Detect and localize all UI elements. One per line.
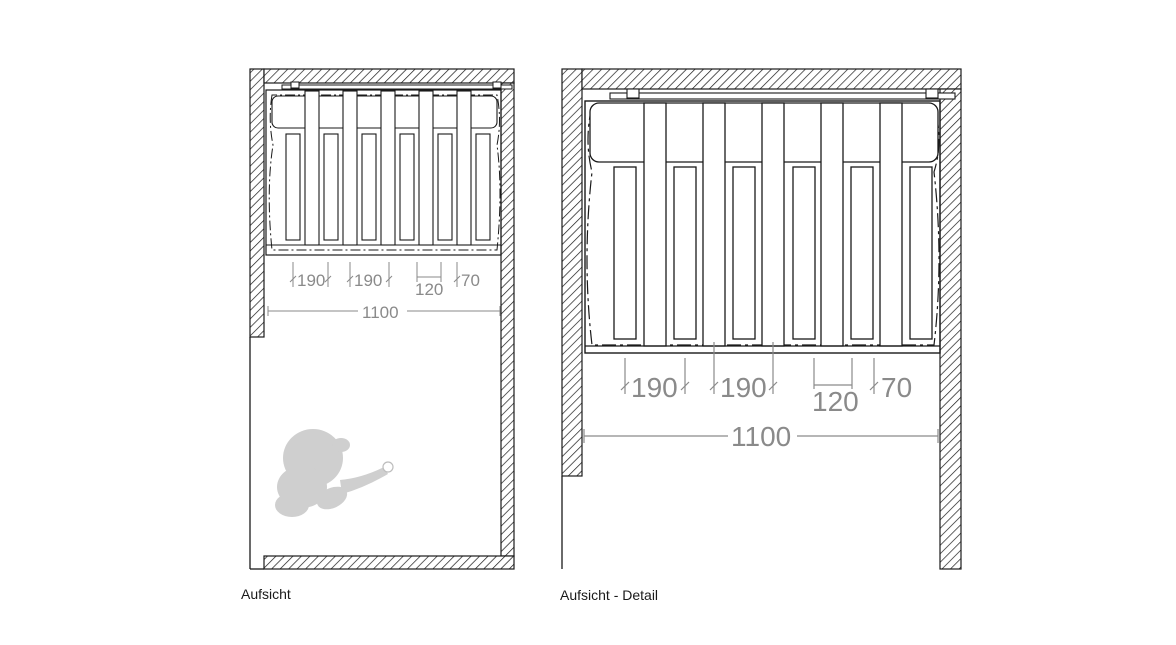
wall-top <box>263 68 515 84</box>
slat <box>399 133 415 241</box>
slat <box>761 102 785 347</box>
dim-total: 1100 <box>362 303 399 322</box>
dim-spacing-1: 190 <box>297 271 325 290</box>
slat <box>456 90 472 246</box>
dim-spacing-2: 190 <box>354 271 382 290</box>
slat <box>475 133 491 241</box>
slat <box>820 102 844 347</box>
slat <box>342 90 358 246</box>
slat <box>285 133 301 241</box>
slat <box>909 166 933 340</box>
slat <box>850 166 874 340</box>
person-figure <box>275 429 394 517</box>
dimension-lines <box>267 262 501 316</box>
dimension-lines <box>583 342 939 443</box>
plan-overview: 190 190 120 70 1100 <box>249 68 515 570</box>
slat <box>418 90 434 246</box>
wall-left <box>561 68 583 477</box>
dim-spacing-2: 190 <box>720 372 767 403</box>
rail-bracket-right <box>925 88 939 99</box>
wall-right <box>500 82 515 557</box>
rail-bracket-left <box>626 88 640 99</box>
wall-bottom <box>263 555 515 570</box>
caption-detail: Aufsicht - Detail <box>560 587 659 603</box>
slat <box>380 90 396 246</box>
dim-spacing-1: 190 <box>631 372 678 403</box>
cabinet-outline <box>265 89 502 256</box>
plan-detail: 190 190 120 70 1100 <box>561 68 962 570</box>
rail-bracket-right <box>492 81 502 89</box>
slat <box>361 133 377 241</box>
dim-gap: 120 <box>415 280 443 299</box>
wall-right <box>939 88 962 570</box>
slat <box>437 133 453 241</box>
wall-top <box>581 68 962 90</box>
dim-gap: 120 <box>812 386 859 417</box>
slat <box>792 166 816 340</box>
dim-offset: 70 <box>461 271 480 290</box>
garment-outline <box>268 94 501 251</box>
rail <box>609 92 956 100</box>
caption-overview: Aufsicht <box>241 586 291 602</box>
rail-bracket-left <box>290 81 300 89</box>
slat <box>323 133 339 241</box>
slat <box>879 102 903 347</box>
slat <box>732 166 756 340</box>
slat <box>613 166 637 340</box>
slat <box>643 102 667 347</box>
rail <box>281 84 513 90</box>
garment-outline <box>586 105 940 346</box>
slat <box>673 166 697 340</box>
cabinet-outline <box>584 100 941 354</box>
wall-left <box>249 68 265 338</box>
slat <box>702 102 726 347</box>
slat <box>304 90 320 246</box>
dim-offset: 70 <box>881 372 912 403</box>
dim-total: 1100 <box>731 421 791 452</box>
